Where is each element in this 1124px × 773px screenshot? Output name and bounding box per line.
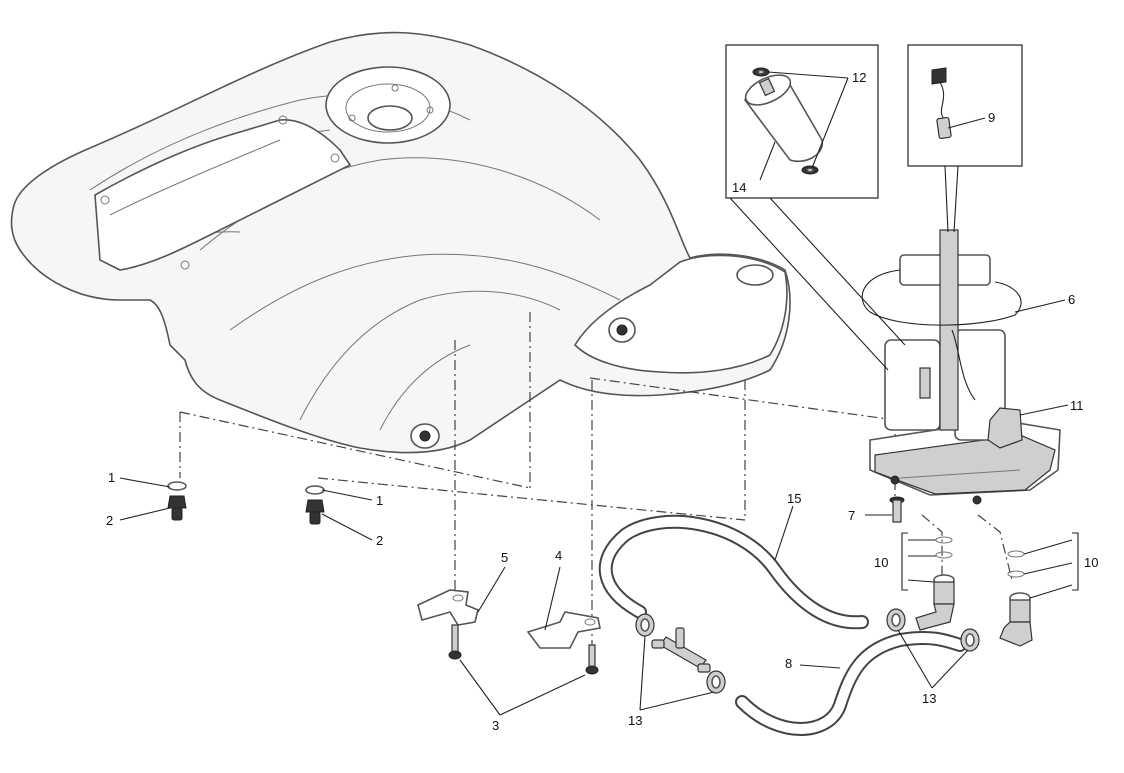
hose-8 xyxy=(735,630,967,736)
fuel-tank xyxy=(10,31,791,454)
inset-filter xyxy=(725,44,879,199)
orings-left xyxy=(935,536,953,559)
callout-9: 9 xyxy=(988,110,995,125)
callout-labels: 1 2 1 2 3 4 5 6 7 8 9 10 10 11 12 13 13 … xyxy=(106,70,1098,733)
orings-right xyxy=(1007,550,1025,578)
bracket-4 xyxy=(526,611,601,649)
callout-4: 4 xyxy=(555,548,562,563)
callout-11: 11 xyxy=(1070,398,1084,413)
bracket-5 xyxy=(417,589,479,626)
fuel-pump-assembly xyxy=(861,229,1061,505)
clamp-13-c xyxy=(886,608,906,632)
clamp-13-d xyxy=(960,628,980,652)
screw-3-right xyxy=(585,644,599,675)
callout-13-right: 13 xyxy=(922,691,936,706)
screw-7 xyxy=(889,496,905,523)
callout-8: 8 xyxy=(785,656,792,671)
assembly-lines xyxy=(179,312,1013,648)
callout-2-right: 2 xyxy=(376,533,383,548)
nut-washer-left xyxy=(167,481,187,521)
elbow-fitting-left xyxy=(915,574,955,631)
t-connector xyxy=(651,627,711,673)
callout-6: 6 xyxy=(1068,292,1075,307)
elbow-fitting-right xyxy=(999,592,1033,647)
callout-10-left: 10 xyxy=(874,555,888,570)
callout-1-left: 1 xyxy=(108,470,115,485)
callout-15: 15 xyxy=(787,491,801,506)
callout-14: 14 xyxy=(732,180,746,195)
clamp-13-a xyxy=(635,613,655,637)
nut-washer-right xyxy=(305,485,325,525)
callout-2-left: 2 xyxy=(106,513,113,528)
callout-13-left: 13 xyxy=(628,713,642,728)
callout-1-right: 1 xyxy=(376,493,383,508)
clamp-13-b xyxy=(706,670,726,694)
callout-10-right: 10 xyxy=(1084,555,1098,570)
callout-12: 12 xyxy=(852,70,866,85)
callout-3: 3 xyxy=(492,718,499,733)
hose-15 xyxy=(598,514,869,630)
screw-3-left xyxy=(448,624,462,660)
callout-5: 5 xyxy=(501,550,508,565)
inset-sensor xyxy=(907,44,1023,167)
callout-7: 7 xyxy=(848,508,855,523)
leader-lines xyxy=(119,71,1079,716)
